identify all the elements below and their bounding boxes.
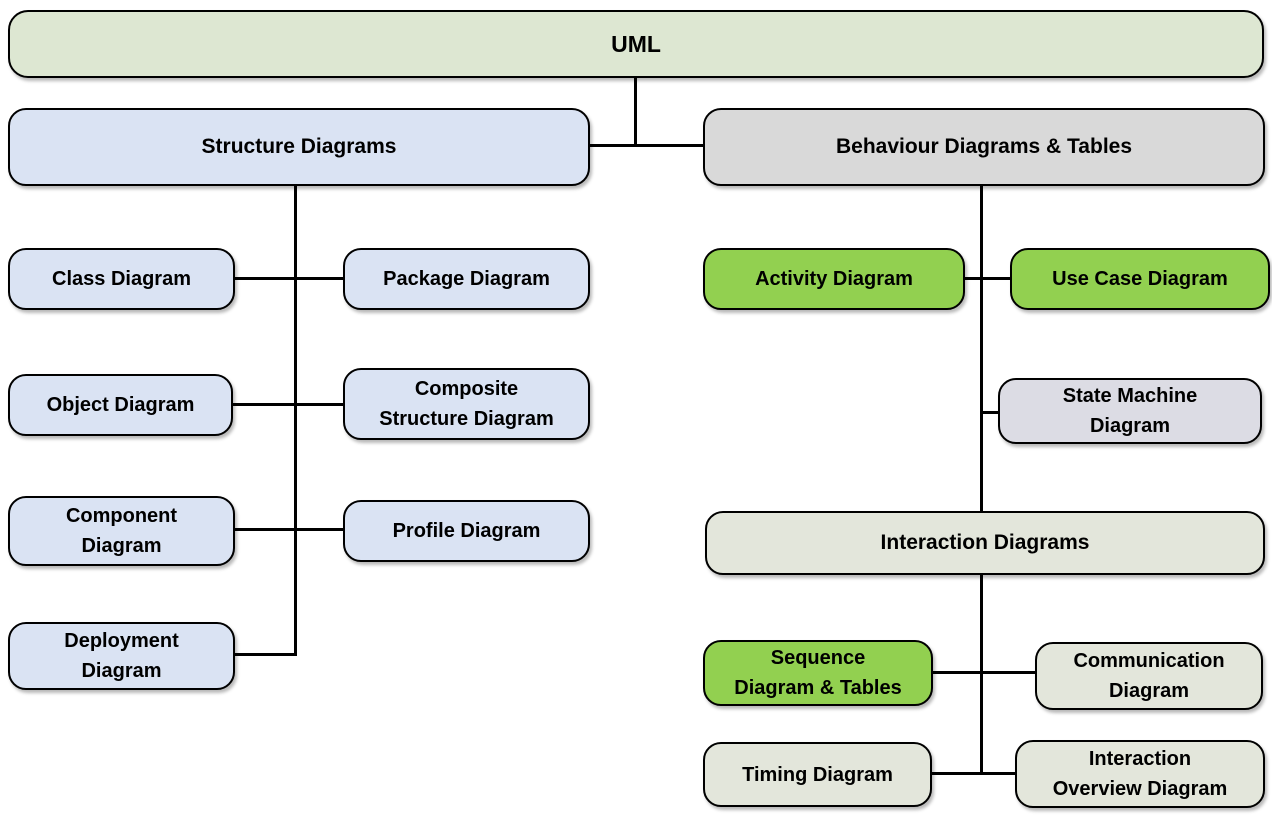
- connector-timing-overview: [930, 772, 1017, 775]
- connector-uml-drop: [634, 78, 637, 146]
- node-uml: UML: [8, 10, 1264, 78]
- node-uml-label: UML: [611, 30, 661, 57]
- node-use-case-diagram-label: Use Case Diagram: [1052, 268, 1228, 290]
- node-interaction-overview-diagram-label: Interaction Overview Diagram: [1052, 748, 1228, 800]
- node-timing-diagram: Timing Diagram: [703, 742, 932, 807]
- connector-sequence-communication: [931, 671, 1037, 674]
- node-profile-diagram-label: Profile Diagram: [392, 520, 541, 542]
- node-use-case-diagram: Use Case Diagram: [1010, 248, 1270, 310]
- node-object-diagram: Object Diagram: [8, 374, 233, 436]
- node-deployment-diagram-label: Deployment Diagram: [64, 630, 179, 682]
- node-composite-structure-diagram: Composite Structure Diagram: [343, 368, 590, 440]
- node-behaviour-diagrams-label: Behaviour Diagrams & Tables: [835, 135, 1133, 159]
- node-behaviour-diagrams: Behaviour Diagrams & Tables: [703, 108, 1265, 186]
- node-class-diagram-label: Class Diagram: [52, 268, 191, 290]
- node-object-diagram-label: Object Diagram: [46, 394, 195, 416]
- node-structure-diagrams-label: Structure Diagrams: [201, 135, 397, 159]
- node-activity-diagram-label: Activity Diagram: [755, 268, 913, 290]
- node-component-diagram-label: Component Diagram: [65, 505, 178, 557]
- node-sequence-diagram: Sequence Diagram & Tables: [703, 640, 933, 706]
- connector-activity-usecase: [963, 277, 1010, 280]
- node-class-diagram: Class Diagram: [8, 248, 235, 310]
- node-state-machine-diagram-label: State Machine Diagram: [1062, 385, 1198, 437]
- node-sequence-diagram-label: Sequence Diagram & Tables: [734, 647, 902, 699]
- connector-statemachine: [980, 411, 1000, 414]
- connector-deployment: [233, 653, 297, 656]
- node-profile-diagram: Profile Diagram: [343, 500, 590, 562]
- node-state-machine-diagram: State Machine Diagram: [998, 378, 1262, 444]
- connector-structure-trunk: [294, 186, 297, 656]
- connector-structure-behaviour: [588, 144, 705, 147]
- connector-component-profile: [233, 528, 345, 531]
- connector-behaviour-trunk: [980, 186, 983, 775]
- node-communication-diagram: Communication Diagram: [1035, 642, 1263, 710]
- node-package-diagram: Package Diagram: [343, 248, 590, 310]
- node-interaction-diagrams: Interaction Diagrams: [705, 511, 1265, 575]
- connector-object-composite: [231, 403, 345, 406]
- node-structure-diagrams: Structure Diagrams: [8, 108, 590, 186]
- node-deployment-diagram: Deployment Diagram: [8, 622, 235, 690]
- node-interaction-diagrams-label: Interaction Diagrams: [880, 531, 1090, 555]
- node-interaction-overview-diagram: Interaction Overview Diagram: [1015, 740, 1265, 808]
- connector-class-package: [233, 277, 345, 280]
- node-communication-diagram-label: Communication Diagram: [1073, 650, 1225, 702]
- node-timing-diagram-label: Timing Diagram: [742, 763, 893, 786]
- node-component-diagram: Component Diagram: [8, 496, 235, 566]
- node-package-diagram-label: Package Diagram: [383, 268, 550, 290]
- node-activity-diagram: Activity Diagram: [703, 248, 965, 310]
- node-composite-structure-diagram-label: Composite Structure Diagram: [379, 378, 554, 430]
